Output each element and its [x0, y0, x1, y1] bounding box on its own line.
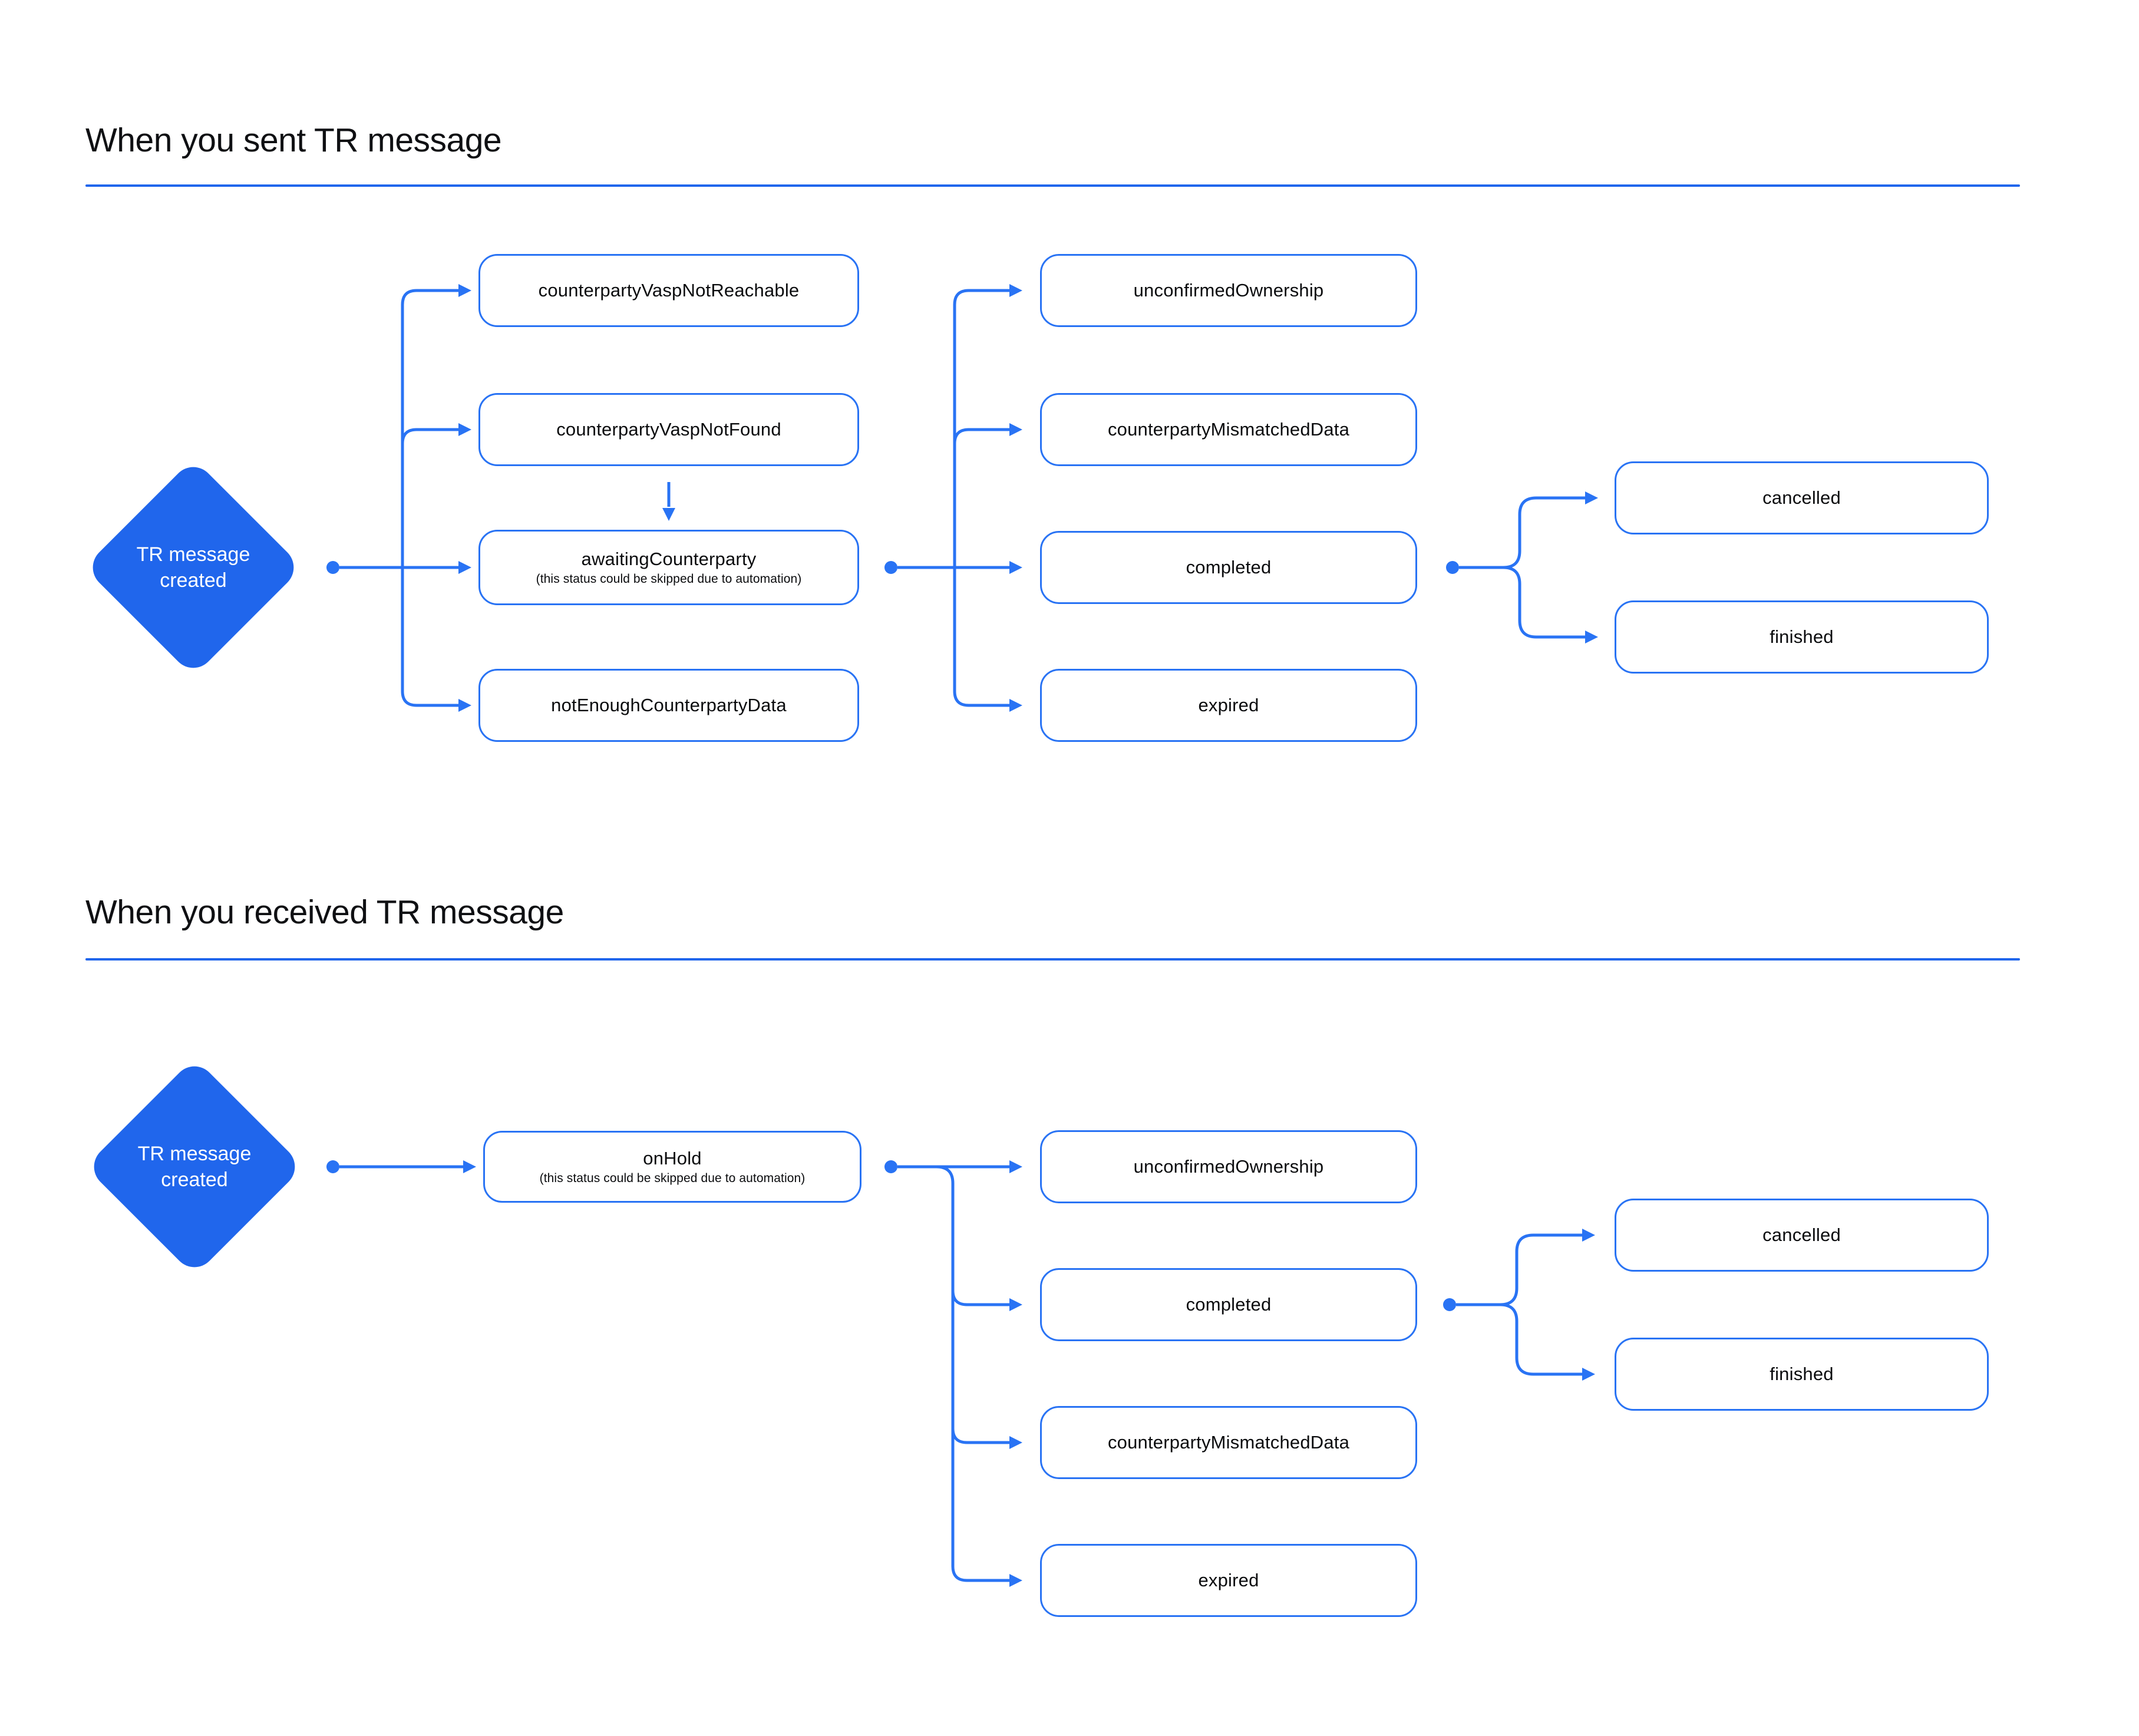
node-label: expired	[1198, 1570, 1259, 1590]
node-counterpartyMismatchedData-received: counterpartyMismatchedData	[1040, 1406, 1417, 1479]
node-label: awaitingCounterparty	[581, 549, 757, 569]
node-cancelled-sent: cancelled	[1615, 461, 1989, 534]
node-label: expired	[1198, 695, 1259, 715]
start-node-sent: TR message created	[84, 458, 303, 677]
connector-line	[401, 428, 458, 444]
start-node-received: TR message created	[85, 1057, 304, 1276]
node-finished-received: finished	[1615, 1338, 1989, 1411]
node-label: completed	[1186, 1294, 1272, 1315]
arrowhead-icon	[1009, 284, 1022, 297]
connector-line	[1500, 1233, 1582, 1306]
connector-line	[951, 1428, 1009, 1444]
arrowhead-icon	[1585, 491, 1598, 504]
node-label: counterpartyMismatchedData	[1107, 419, 1350, 440]
arrowhead-icon	[1009, 561, 1022, 574]
connector-line	[951, 1290, 1009, 1306]
arrowhead-icon	[1582, 1229, 1595, 1242]
arrowhead-icon	[1009, 1436, 1022, 1449]
connector-line	[401, 289, 458, 567]
start-node-line2: created	[160, 569, 227, 592]
node-label: counterpartyVaspNotReachable	[538, 280, 800, 301]
node-label: completed	[1186, 557, 1272, 577]
arrowhead-icon	[1009, 1160, 1022, 1173]
junction-dot	[1446, 561, 1459, 574]
node-counterpartyVaspNotReachable: counterpartyVaspNotReachable	[478, 254, 859, 327]
start-node-label: TR message created	[137, 542, 250, 593]
node-label: onHold	[643, 1148, 702, 1169]
node-label: finished	[1770, 626, 1834, 647]
start-node-line1: TR message	[136, 543, 250, 566]
node-completed-received: completed	[1040, 1268, 1417, 1341]
node-cancelled-received: cancelled	[1615, 1199, 1989, 1272]
section-title-received: When you received TR message	[85, 893, 564, 931]
node-label: unconfirmedOwnership	[1133, 1156, 1324, 1177]
start-node-line2: created	[161, 1169, 228, 1191]
connector-line	[936, 1165, 1009, 1582]
arrowhead-icon	[458, 699, 471, 712]
junction-dot	[884, 1160, 897, 1173]
connector-line	[1503, 496, 1585, 569]
section-divider	[85, 184, 2020, 187]
node-onHold: onHold (this status could be skipped due…	[483, 1131, 861, 1203]
node-expired-received: expired	[1040, 1544, 1417, 1617]
junction-dot	[326, 561, 339, 574]
junction-dot	[884, 561, 897, 574]
junction-dot	[326, 1160, 339, 1173]
node-unconfirmedOwnership-sent: unconfirmedOwnership	[1040, 254, 1417, 327]
arrowhead-icon	[1009, 423, 1022, 436]
section-title-sent: When you sent TR message	[85, 121, 502, 159]
connector-line	[401, 567, 458, 707]
node-counterpartyMismatchedData-sent: counterpartyMismatchedData	[1040, 393, 1417, 466]
arrowhead-icon	[1009, 699, 1022, 712]
arrowhead-icon	[458, 561, 471, 574]
connector-line	[1503, 566, 1585, 639]
node-unconfirmedOwnership-received: unconfirmedOwnership	[1040, 1130, 1417, 1203]
node-completed-sent: completed	[1040, 531, 1417, 604]
node-label: counterpartyVaspNotFound	[556, 419, 781, 440]
arrowhead-icon	[458, 423, 471, 436]
node-label: unconfirmedOwnership	[1133, 280, 1324, 301]
arrowhead-icon	[1009, 1298, 1022, 1311]
node-sublabel: (this status could be skipped due to aut…	[539, 1171, 806, 1185]
node-label: notEnoughCounterpartyData	[551, 695, 787, 715]
node-label: cancelled	[1762, 487, 1841, 508]
node-expired-sent: expired	[1040, 669, 1417, 742]
start-node-label: TR message created	[138, 1141, 252, 1193]
arrowhead-icon	[662, 508, 675, 521]
node-counterpartyVaspNotFound: counterpartyVaspNotFound	[478, 393, 859, 466]
connector-line	[953, 567, 1009, 707]
arrowhead-icon	[463, 1160, 476, 1173]
connector-line	[1500, 1303, 1582, 1376]
junction-dot	[1443, 1298, 1456, 1311]
node-finished-sent: finished	[1615, 600, 1989, 674]
arrowhead-icon	[458, 284, 471, 297]
node-label: finished	[1770, 1364, 1834, 1384]
arrowhead-icon	[1582, 1368, 1595, 1381]
node-sublabel: (this status could be skipped due to aut…	[536, 572, 802, 586]
section-divider	[85, 958, 2020, 961]
node-notEnoughCounterpartyData: notEnoughCounterpartyData	[478, 669, 859, 742]
arrowhead-icon	[1585, 631, 1598, 643]
connector-line	[953, 289, 1009, 567]
node-awaitingCounterparty: awaitingCounterparty (this status could …	[478, 530, 859, 605]
connector-line	[953, 428, 1009, 444]
node-label: cancelled	[1762, 1225, 1841, 1245]
arrowhead-icon	[1009, 1574, 1022, 1587]
node-label: counterpartyMismatchedData	[1107, 1432, 1350, 1453]
start-node-line1: TR message	[137, 1143, 252, 1165]
